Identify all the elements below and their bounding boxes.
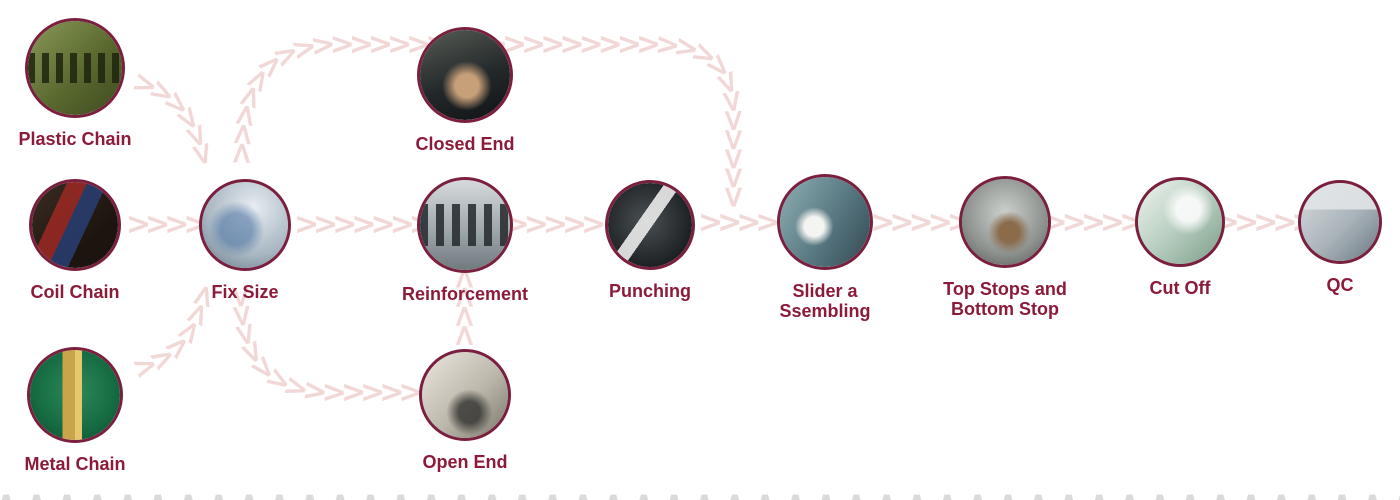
node-closed-end: Closed End [375, 27, 555, 155]
cut-off-photo [1135, 177, 1225, 267]
node-reinforcement: Reinforcement [375, 177, 555, 305]
node-label: Top Stops and Bottom Stop [943, 279, 1067, 320]
node-top-stops-bottom-stop: Top Stops and Bottom Stop [915, 176, 1095, 320]
node-punching: Punching [560, 180, 740, 302]
node-label: Reinforcement [401, 284, 529, 304]
node-metal-chain: Metal Chain [0, 347, 165, 475]
closed-end-image [420, 30, 510, 120]
node-label: Fix Size [211, 282, 279, 302]
punching-image [608, 183, 692, 267]
node-label-line2: Ssembling [779, 300, 871, 321]
node-cut-off: Cut Off [1090, 177, 1270, 299]
node-coil-chain: Coil Chain [0, 179, 165, 303]
node-label: Slider a Ssembling [779, 281, 871, 322]
slider-assembling-photo [777, 174, 873, 270]
node-fix-size: Fix Size [155, 179, 335, 303]
bottom-chevron-strip: ∧∧∧∧∧∧∧∧∧∧∧∧∧∧∧∧∧∧∧∧∧∧∧∧∧∧∧∧∧∧∧∧∧∧∧∧∧∧∧∧… [0, 485, 1400, 500]
reinforcement-image [420, 180, 510, 270]
node-open-end: Open End [375, 349, 555, 473]
node-label: QC [1326, 275, 1354, 295]
node-label: Plastic Chain [18, 129, 132, 149]
node-label: Punching [609, 281, 691, 301]
coil-chain-image [32, 182, 118, 268]
closed-end-photo [417, 27, 513, 123]
node-label: Cut Off [1149, 278, 1211, 298]
plastic-chain-photo [25, 18, 125, 118]
node-label: Metal Chain [24, 454, 126, 474]
open-end-photo [419, 349, 511, 441]
qc-photo [1298, 180, 1382, 264]
qc-image [1301, 183, 1379, 261]
node-label: Open End [422, 452, 508, 472]
slider-assembling-image [780, 177, 870, 267]
punching-photo [605, 180, 695, 270]
cut-off-image [1138, 180, 1222, 264]
metal-chain-photo [27, 347, 123, 443]
fix-size-image [202, 182, 288, 268]
node-label-line2: Bottom Stop [951, 298, 1059, 319]
coil-chain-photo [29, 179, 121, 271]
node-label-line1: Slider a [792, 281, 858, 301]
reinforcement-photo [417, 177, 513, 273]
metal-chain-image [30, 350, 120, 440]
node-slider-assembling: Slider a Ssembling [735, 174, 915, 322]
node-plastic-chain: Plastic Chain [0, 18, 165, 150]
top-stops-image [962, 179, 1048, 265]
top-stops-photo [959, 176, 1051, 268]
node-label-line1: Top Stops and [943, 279, 1067, 299]
open-end-image [422, 352, 508, 438]
node-label: Closed End [415, 134, 515, 154]
node-qc: QC [1250, 180, 1400, 296]
node-label: Coil Chain [30, 282, 120, 302]
plastic-chain-image [28, 21, 122, 115]
fix-size-photo [199, 179, 291, 271]
